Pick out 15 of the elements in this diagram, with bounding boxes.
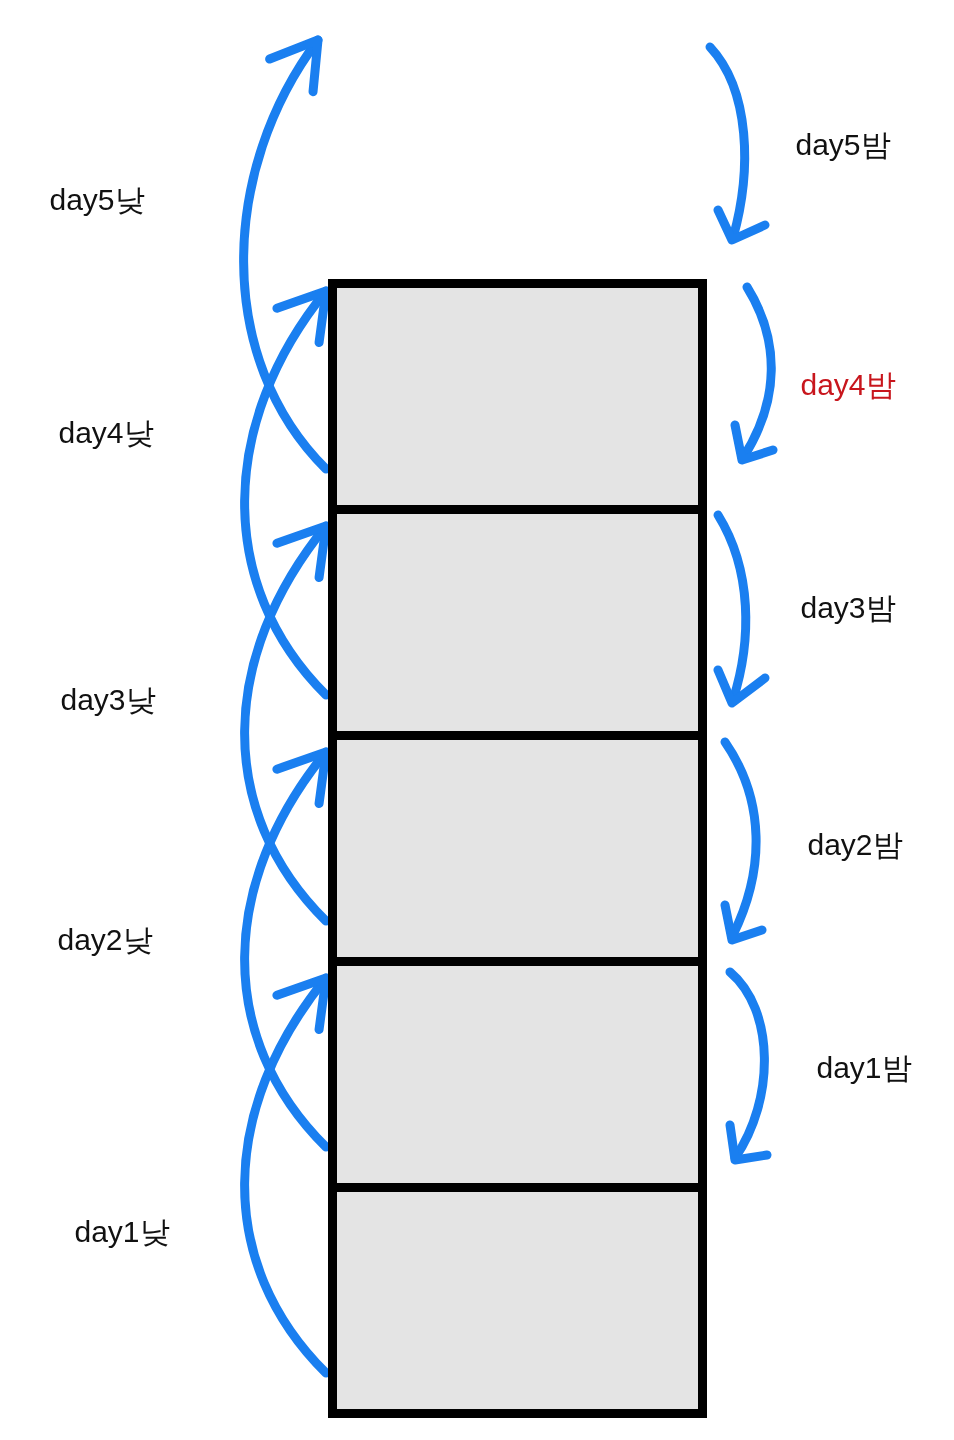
step-label: day1낮 xyxy=(74,1215,170,1249)
step-label: day2밤 xyxy=(807,828,903,862)
stack-box xyxy=(328,279,707,514)
stack-box xyxy=(328,740,707,966)
step-label: day1밤 xyxy=(816,1051,912,1085)
step-label: day2낮 xyxy=(57,923,153,957)
stack-box xyxy=(328,1192,707,1418)
step-label: day5낮 xyxy=(49,183,145,217)
step-label: day4낮 xyxy=(58,416,154,450)
stack-box xyxy=(328,966,707,1192)
step-label: day3밤 xyxy=(800,591,896,625)
step-label: day3낮 xyxy=(60,683,156,717)
stack-box xyxy=(328,514,707,740)
step-label: day5밤 xyxy=(795,128,891,162)
step-label: day4밤 xyxy=(800,368,896,402)
